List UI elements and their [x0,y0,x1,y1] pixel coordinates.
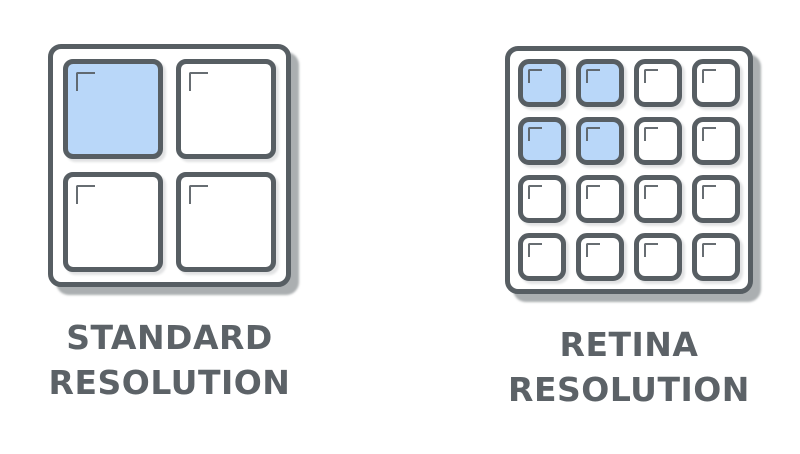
corner-bracket-icon [702,243,716,257]
corner-bracket-icon [528,243,542,257]
pixel-cell [176,172,276,272]
corner-bracket-icon [76,185,95,204]
standard-resolution-panel: STANDARD RESOLUTION [48,44,291,405]
pixel-cell [692,59,740,107]
retina-caption-line-1: RETINA [559,325,699,364]
pixel-cell [576,175,624,223]
corner-bracket-icon [702,69,716,83]
corner-bracket-icon [644,243,658,257]
standard-pixel-grid [48,44,291,287]
pixel-cell [634,175,682,223]
corner-bracket-icon [644,127,658,141]
corner-bracket-icon [76,72,95,91]
retina-pixel-grid [505,46,753,294]
pixel-cell [634,117,682,165]
corner-bracket-icon [189,185,208,204]
standard-caption-line-2: RESOLUTION [48,363,291,402]
corner-bracket-icon [189,72,208,91]
pixel-cell [634,59,682,107]
pixel-cell [63,172,163,272]
corner-bracket-icon [528,185,542,199]
standard-caption-line-1: STANDARD [66,318,273,357]
corner-bracket-icon [702,127,716,141]
pixel-cell [692,117,740,165]
corner-bracket-icon [702,185,716,199]
corner-bracket-icon [644,69,658,83]
standard-caption: STANDARD RESOLUTION [49,315,291,405]
corner-bracket-icon [586,243,600,257]
pixel-cell-highlighted [576,117,624,165]
retina-caption-line-2: RESOLUTION [508,370,750,409]
pixel-cell [576,233,624,281]
pixel-cell [518,233,566,281]
pixel-cell-highlighted [576,59,624,107]
pixel-cell-highlighted [518,59,566,107]
corner-bracket-icon [528,127,542,141]
retina-caption: RETINA RESOLUTION [508,322,750,412]
pixel-cell [176,59,276,159]
pixel-cell [692,175,740,223]
corner-bracket-icon [586,69,600,83]
retina-resolution-panel: RETINA RESOLUTION [505,46,753,412]
corner-bracket-icon [586,185,600,199]
pixel-cell [634,233,682,281]
pixel-cell [518,175,566,223]
corner-bracket-icon [644,185,658,199]
pixel-cell [692,233,740,281]
pixel-cell-highlighted [518,117,566,165]
pixel-cell-highlighted [63,59,163,159]
corner-bracket-icon [528,69,542,83]
corner-bracket-icon [586,127,600,141]
